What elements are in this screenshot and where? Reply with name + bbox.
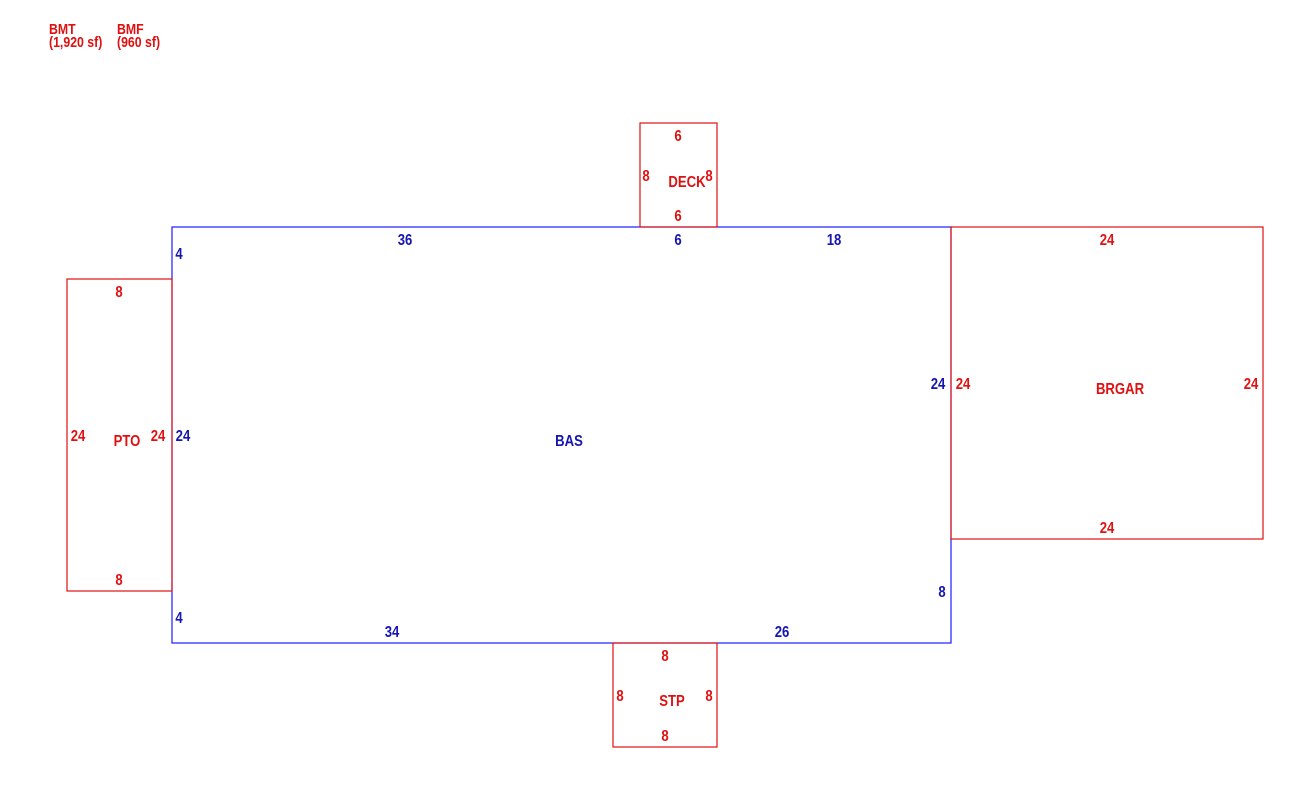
bas-dim-bottom-right: 26	[775, 624, 790, 641]
pto-outline	[66, 278, 173, 592]
deck-dim-left: 8	[642, 168, 649, 185]
pto-dim-left: 24	[71, 428, 86, 445]
legend-item-bmt: BMT (1,920 sf)	[49, 21, 103, 51]
deck-dim-right: 8	[705, 168, 712, 185]
pto-label: PTO	[114, 433, 141, 450]
stp-dim-top: 8	[661, 648, 668, 665]
bas-dim-top-mid: 6	[674, 232, 681, 249]
pto-dim-right: 24	[151, 428, 166, 445]
stp-dim-right: 8	[705, 688, 712, 705]
bas-dim-right-lower: 8	[938, 584, 945, 601]
bas-dim-bottom-left: 34	[385, 624, 400, 641]
pto-dim-bottom: 8	[115, 572, 122, 589]
brgar-label: BRGAR	[1096, 381, 1144, 398]
legend-area: (960 sf)	[117, 34, 161, 51]
deck-dim-bottom: 6	[674, 208, 681, 225]
deck-dim-top: 6	[674, 128, 681, 145]
legend-code: BMT	[49, 21, 76, 38]
brgar-dim-right: 24	[1244, 376, 1259, 393]
bas-dim-top-left: 36	[398, 232, 413, 249]
brgar-outline	[950, 226, 1264, 540]
stp-outline	[612, 642, 718, 748]
bas-dim-right-upper: 24	[931, 376, 946, 393]
bas-dim-left-top: 4	[175, 246, 183, 263]
brgar-dim-left: 24	[956, 376, 971, 393]
bas-dim-left-bottom: 4	[175, 610, 183, 627]
deck-label: DECK	[668, 174, 706, 191]
brgar-dim-bottom: 24	[1100, 520, 1115, 537]
deck-outline	[639, 122, 718, 228]
bas-dim-top-right: 18	[827, 232, 842, 249]
stp-dim-bottom: 8	[661, 728, 668, 745]
legend-item-bmf: BMF (960 sf)	[117, 21, 161, 51]
pto-dim-top: 8	[115, 284, 122, 301]
bas-dim-left-mid: 24	[176, 428, 191, 445]
stp-dim-left: 8	[616, 688, 623, 705]
legend-area: (1,920 sf)	[49, 34, 103, 51]
stp-label: STP	[659, 693, 685, 710]
brgar-dim-top: 24	[1100, 232, 1115, 249]
bas-label: BAS	[555, 433, 583, 450]
legend-code: BMF	[117, 21, 144, 38]
